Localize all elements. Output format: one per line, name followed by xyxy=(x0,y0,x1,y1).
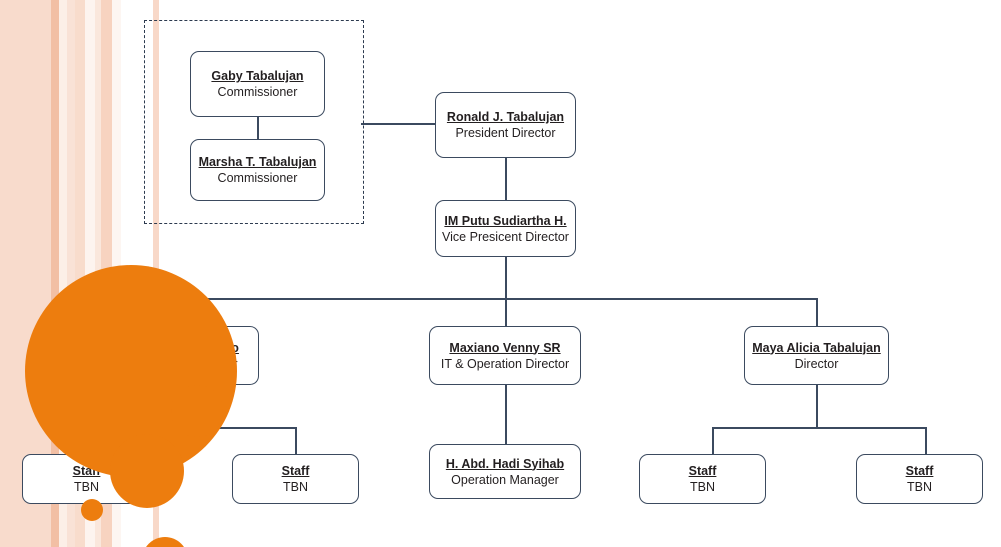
connector-director-staff-bus xyxy=(712,427,926,429)
node-name: Maxiano Venny SR xyxy=(449,340,561,355)
node-title: Vice Presicent Director xyxy=(442,229,569,244)
node-name: Staff xyxy=(905,464,934,478)
connector-maxiano-hadi xyxy=(505,385,507,444)
node-title: President Director xyxy=(455,126,556,140)
node-name: Staff xyxy=(688,464,717,478)
connector-bus-maya xyxy=(816,298,818,326)
accent-circle-clipped xyxy=(142,537,188,547)
connector-bus-maxiano xyxy=(505,298,507,326)
accent-circle-medium-2 xyxy=(110,434,184,508)
node-name: H. Abd. Hadi Syihab xyxy=(445,456,565,471)
node-title: Operation Manager xyxy=(451,472,559,487)
node-hadi-syihab[interactable]: H. Abd. Hadi Syihab Operation Manager xyxy=(429,444,581,499)
connector-bus-staff3 xyxy=(712,427,714,454)
node-title: Commissioner xyxy=(217,85,298,99)
connector-putu-bus xyxy=(505,257,507,299)
connector-gaby-marsha xyxy=(257,117,259,139)
node-name: IM Putu Sudiartha H. xyxy=(444,213,567,228)
node-im-putu-sudiartha[interactable]: IM Putu Sudiartha H. Vice Presicent Dire… xyxy=(435,200,576,257)
node-title: TBN xyxy=(74,480,99,494)
node-staff-director-1[interactable]: Staff TBN xyxy=(639,454,766,504)
node-title: Director xyxy=(794,356,839,371)
node-title: IT & Operation Director xyxy=(440,356,570,371)
node-name: Staff xyxy=(281,464,310,478)
node-title: Commissioner xyxy=(217,171,298,185)
node-maxiano-venny[interactable]: Maxiano Venny SR IT & Operation Director xyxy=(429,326,581,385)
node-title: TBN xyxy=(283,480,308,494)
node-name: Marsha T. Tabalujan xyxy=(198,155,317,169)
node-gaby-tabalujan[interactable]: Gaby Tabalujan Commissioner xyxy=(190,51,325,117)
commissioners-group-box xyxy=(144,20,364,224)
node-name: Gaby Tabalujan xyxy=(211,69,304,83)
node-marsha-tabalujan[interactable]: Marsha T. Tabalujan Commissioner xyxy=(190,139,325,201)
connector-commissioners-ronald xyxy=(361,123,435,125)
node-staff-marketing-2[interactable]: Staff TBN xyxy=(232,454,359,504)
connector-maya-bus xyxy=(816,385,818,427)
connector-bus-staff4 xyxy=(925,427,927,454)
connector-bus-staff2 xyxy=(295,427,297,454)
accent-circle-small xyxy=(81,499,103,521)
node-staff-director-2[interactable]: Staff TBN xyxy=(856,454,983,504)
connector-director-bus xyxy=(186,298,817,300)
node-name: Ronald J. Tabalujan xyxy=(446,110,565,124)
node-name: Maya Alicia Tabalujan xyxy=(752,340,881,355)
node-maya-alicia-tabalujan[interactable]: Maya Alicia Tabalujan Director xyxy=(744,326,889,385)
node-title: TBN xyxy=(907,480,932,494)
connector-ronald-putu xyxy=(505,158,507,200)
node-title: TBN xyxy=(690,480,715,494)
accent-circle-medium xyxy=(171,385,223,437)
node-ronald-tabalujan[interactable]: Ronald J. Tabalujan President Director xyxy=(435,92,576,158)
